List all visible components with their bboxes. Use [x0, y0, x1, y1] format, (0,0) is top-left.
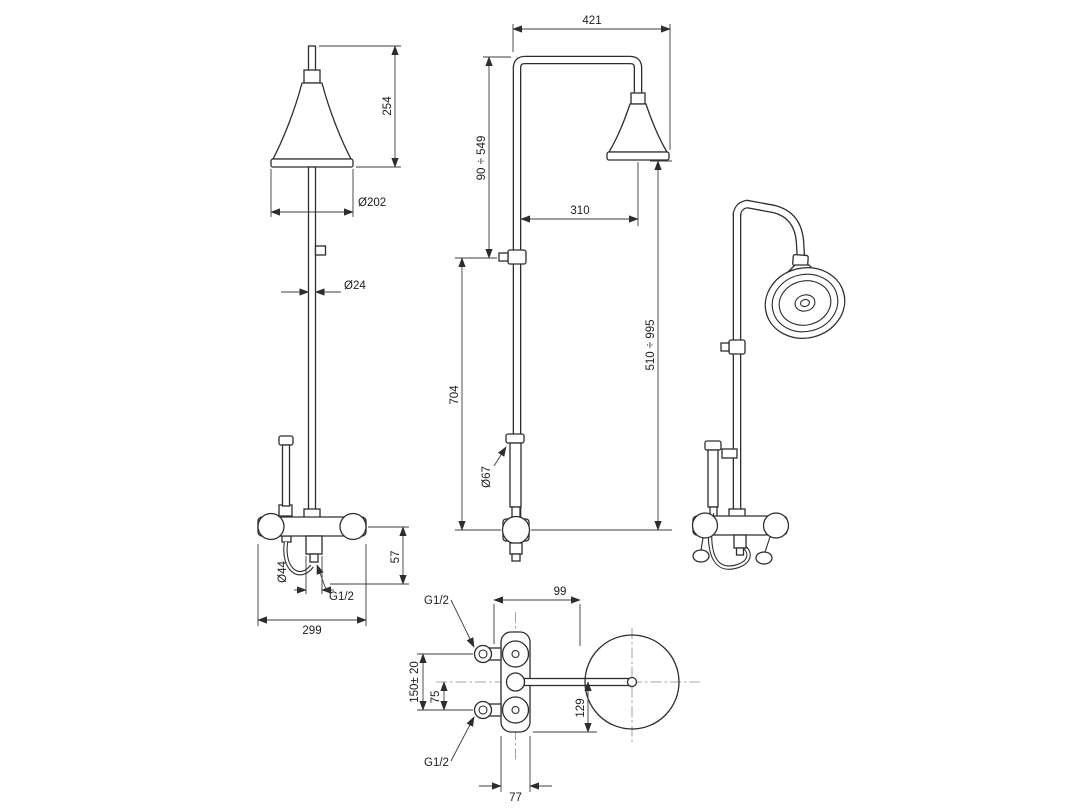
front-hand-shower [278, 435, 314, 576]
plan-inlet-thread-bottom-label: G1/2 [424, 757, 449, 769]
plan-mixer-body [473, 631, 633, 733]
plan-inlet-thread-top-callout: G1/2 [424, 595, 475, 648]
plan-dim-body-thickness: 77 [479, 736, 552, 804]
front-column-pipe [307, 166, 327, 518]
plan-view: 99 G1/2 150± 20 75 129 G1/2 [409, 586, 700, 804]
front-dim-pipe-diameter: Ø24 [281, 280, 366, 296]
side-dim-arm-reach-label: 421 [582, 15, 601, 27]
side-dim-arm-reach: 421 [512, 15, 671, 150]
perspective-column-and-arm [720, 199, 806, 516]
side-dim-lower-column: 704 [449, 257, 501, 531]
side-dim-height-range-total: 510 ÷ 995 [531, 160, 672, 531]
plan-dim-depth-label: 99 [554, 586, 567, 598]
front-dim-body-width: 299 [257, 544, 367, 637]
plan-inlet-thread-bottom-callout: G1/2 [424, 716, 475, 769]
side-dim-arm-projection-label: 310 [570, 205, 589, 217]
front-outlet-thread-callout: G1/2 [316, 564, 354, 603]
front-outlet-thread-label: G1/2 [329, 591, 354, 603]
front-shower-head [270, 45, 354, 168]
side-dim-handshower-diameter: Ø67 [481, 446, 507, 488]
perspective-mixer [691, 508, 790, 565]
plan-dim-inlet-span: 150± 20 [409, 653, 473, 711]
front-dim-head-diameter: Ø202 [270, 169, 386, 217]
plan-inlet-thread-top-label: G1/2 [424, 595, 449, 607]
side-dim-height-range-upper: 90 ÷ 549 [455, 56, 511, 259]
front-dim-connector-diameter: Ø44 [277, 556, 334, 594]
front-dim-connector-diameter-label: Ø44 [277, 561, 289, 583]
perspective-shower-head [764, 254, 846, 339]
perspective-hand-shower [704, 440, 751, 570]
side-dim-lower-column-label: 704 [449, 385, 461, 405]
front-view: 254 Ø202 Ø24 Ø44 G1/2 57 [257, 45, 409, 637]
plan-dim-head-offset: 129 [533, 681, 597, 733]
front-dim-pipe-diameter-label: Ø24 [344, 280, 366, 292]
plan-dim-body-thickness-label: 77 [509, 792, 522, 804]
front-dim-outlet-drop-label: 57 [390, 551, 402, 564]
side-view: 421 90 ÷ 549 310 704 510 ÷ 995 Ø67 [449, 15, 672, 562]
plan-dim-head-offset-label: 129 [575, 698, 587, 717]
plan-dim-inlet-span-label: 150± 20 [409, 661, 421, 703]
side-dim-height-range-upper-label: 90 ÷ 549 [476, 136, 488, 181]
front-dim-body-width-label: 299 [302, 625, 321, 637]
plan-dim-inlet-half-span: 75 [430, 681, 448, 711]
front-dim-head-diameter-label: Ø202 [358, 197, 386, 209]
plan-dim-depth: 99 [493, 586, 581, 646]
side-shower-head [606, 92, 670, 161]
side-mixer [501, 515, 531, 562]
side-dim-arm-projection: 310 [520, 162, 639, 226]
side-column-and-arm [498, 55, 643, 518]
side-dim-height-range-total-label: 510 ÷ 995 [645, 319, 657, 370]
front-dim-head-height-label: 254 [382, 96, 394, 116]
front-dim-head-height: 254 [319, 45, 401, 168]
front-mixer-body [257, 508, 367, 563]
side-dim-handshower-diameter-label: Ø67 [481, 466, 493, 488]
plan-dim-inlet-half-span-label: 75 [430, 691, 442, 704]
front-dim-outlet-drop: 57 [330, 526, 409, 585]
perspective-view [691, 199, 846, 570]
